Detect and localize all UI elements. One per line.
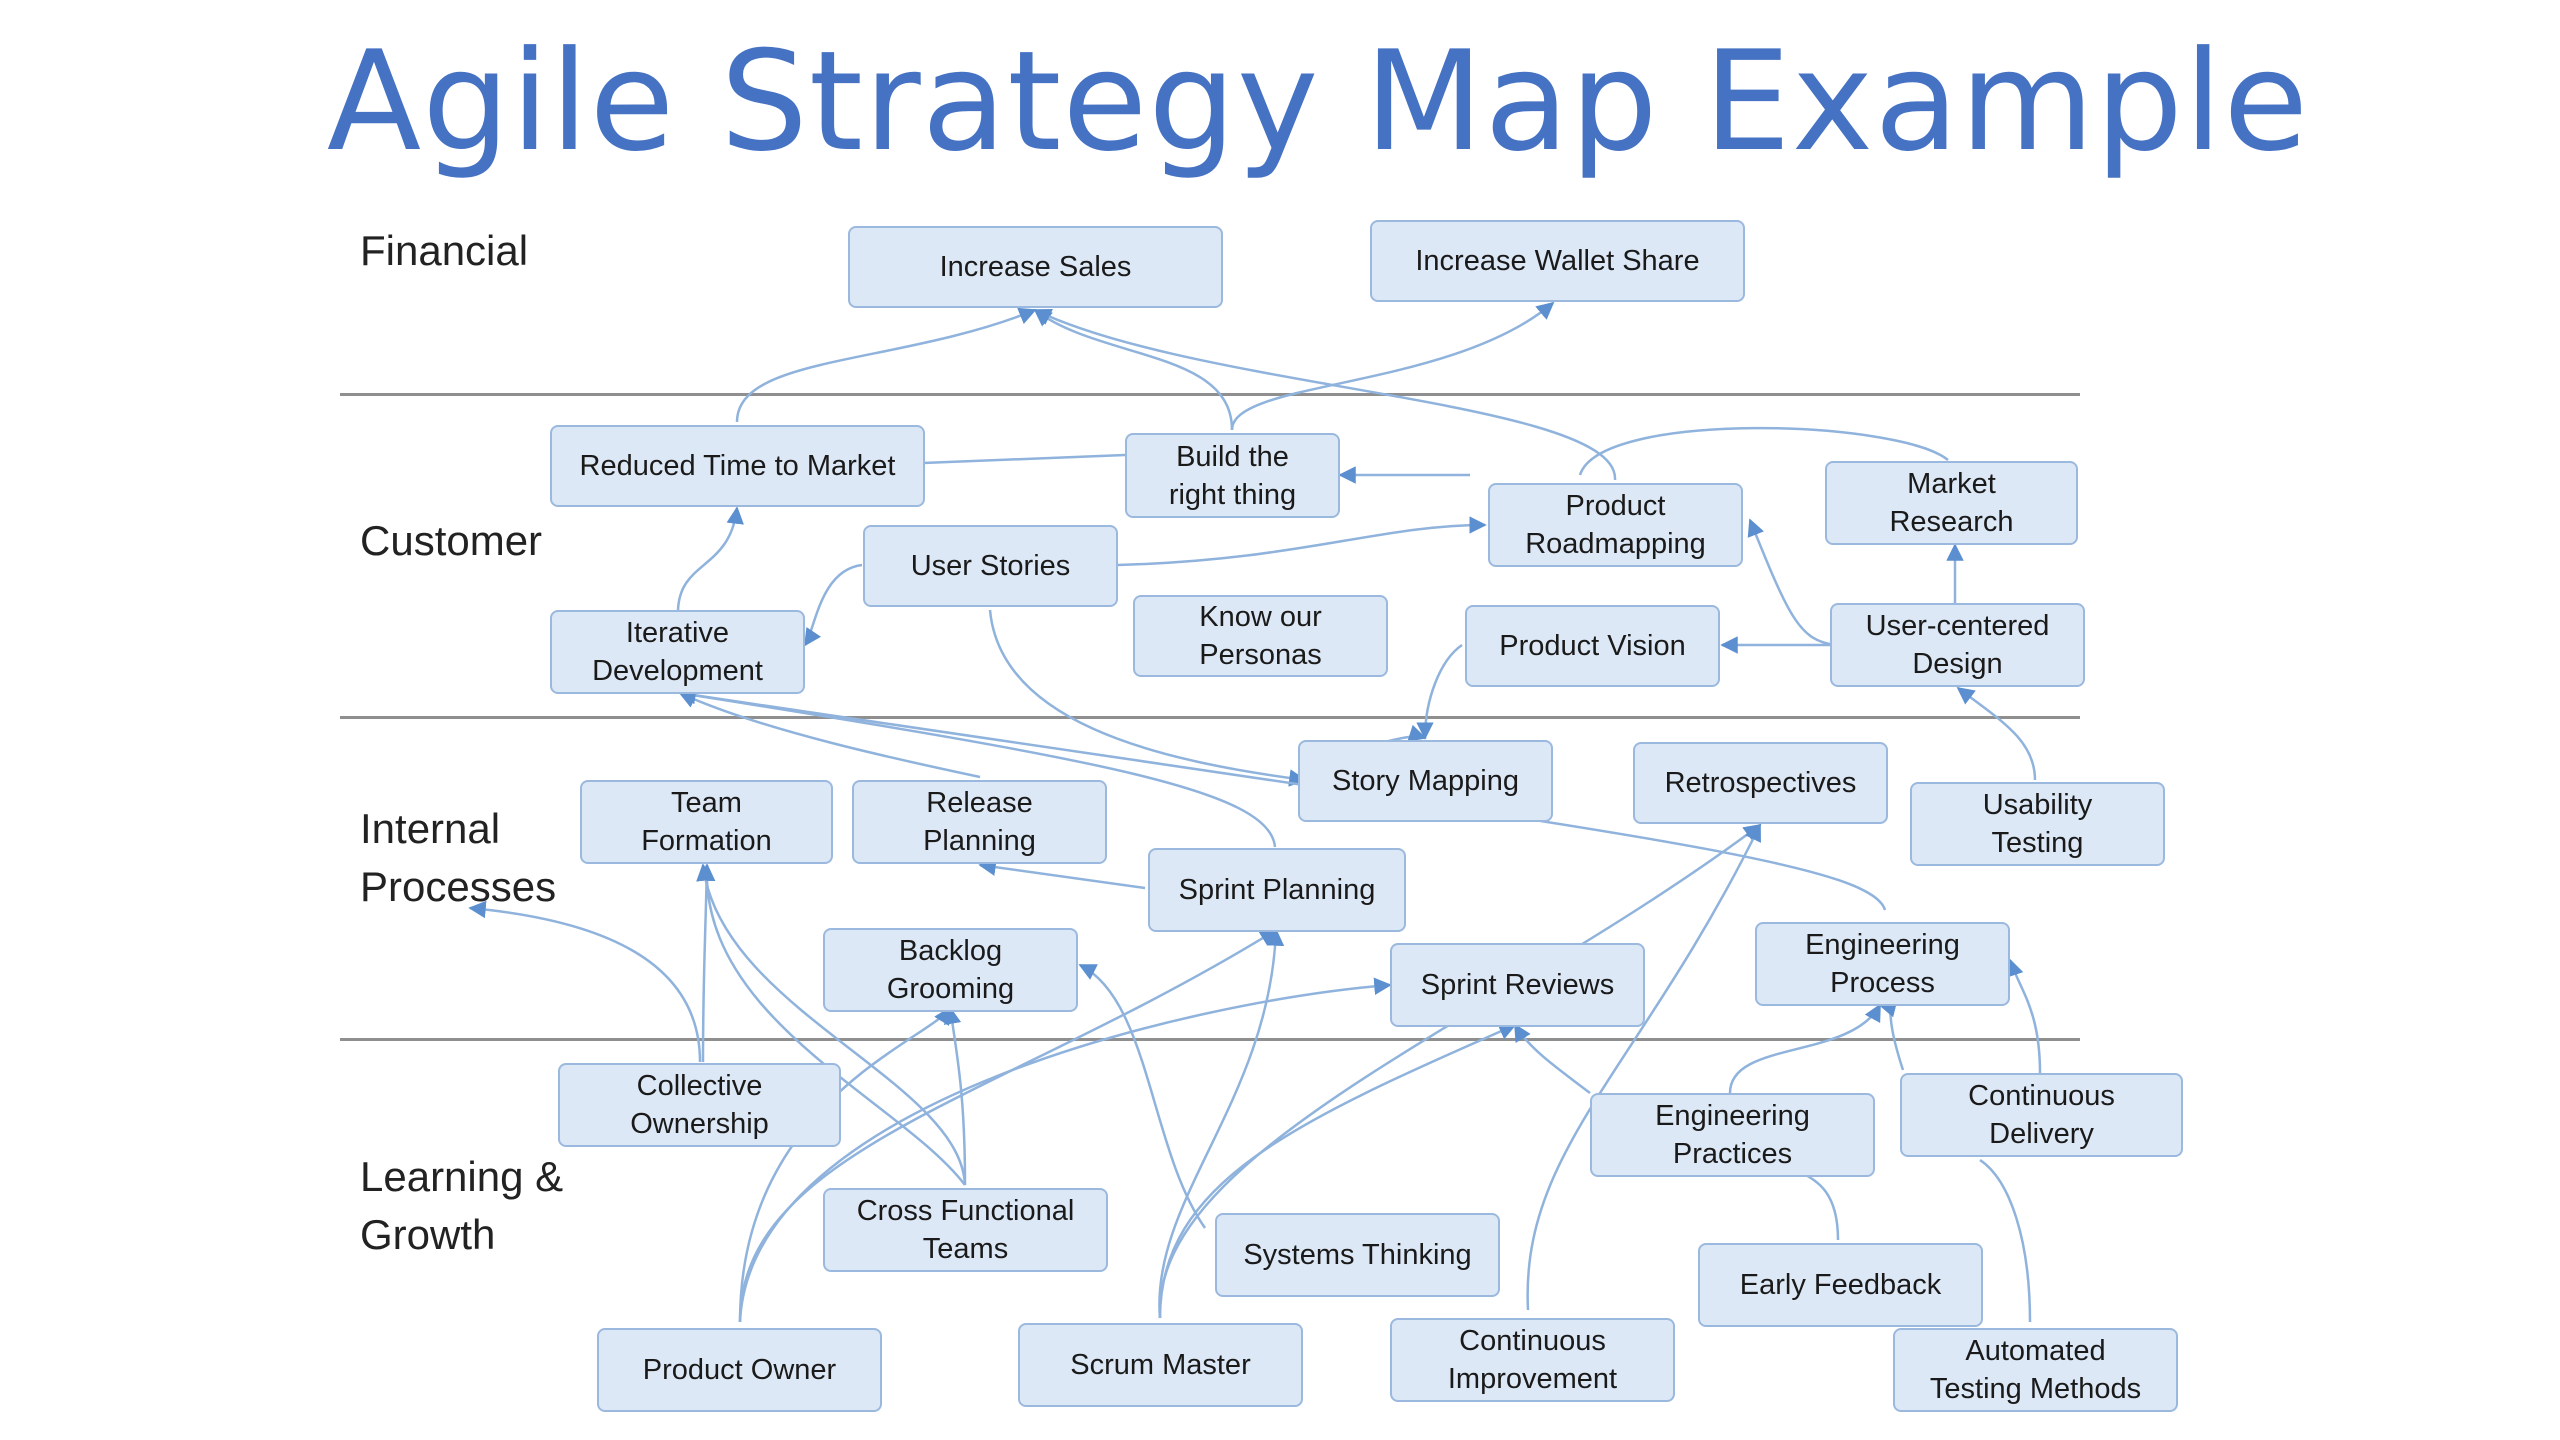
connector	[697, 863, 716, 1063]
node-usability-testing: Usability Testing	[1910, 782, 2165, 866]
connector	[1578, 426, 1949, 476]
node-retrospectives: Retrospectives	[1633, 742, 1888, 824]
connector	[1728, 1003, 1882, 1094]
node-build-the-right-thing: Build the right thing	[1125, 433, 1340, 518]
lane-label-customer: Customer	[360, 517, 543, 564]
node-automated-testing-methods: Automated Testing Methods	[1893, 1328, 2178, 1412]
node-continuous-delivery: Continuous Delivery	[1900, 1073, 2183, 1157]
lane-label-internal-processes: Internal Processes	[360, 805, 557, 910]
connector	[1794, 1168, 1840, 1241]
node-engineering-process: Engineering Process	[1755, 922, 2010, 1006]
connector	[1513, 1023, 1591, 1094]
lane-label-financial: Financial	[360, 227, 529, 274]
node-market-research: Market Research	[1825, 461, 2078, 545]
node-increase-sales: Increase Sales	[848, 226, 1223, 308]
connector	[678, 686, 1277, 848]
lane-label-learning-growth: Learning & Growth	[360, 1153, 564, 1258]
connector	[738, 928, 1278, 1323]
connector	[678, 686, 1887, 911]
lane-divider	[340, 393, 2080, 396]
lane-divider	[340, 1038, 2080, 1041]
connector	[1526, 823, 1762, 1311]
connector	[1230, 301, 1555, 431]
node-continuous-improvement: Continuous Improvement	[1390, 1318, 1675, 1402]
node-cross-functional-teams: Cross Functional Teams	[823, 1188, 1108, 1272]
node-engineering-practices: Engineering Practices	[1590, 1093, 1875, 1177]
node-user-centered-design: User-centered Design	[1830, 603, 2085, 687]
connector	[696, 863, 967, 1186]
node-iterative-development: Iterative Development	[550, 610, 805, 694]
node-story-mapping: Story Mapping	[1298, 740, 1553, 822]
connector	[1158, 823, 1762, 1319]
connector	[1416, 643, 1463, 740]
node-collective-ownership: Collective Ownership	[558, 1063, 841, 1147]
lane-divider	[340, 716, 2080, 719]
connector	[468, 900, 702, 1063]
connector	[922, 453, 1126, 465]
connector	[1747, 518, 1836, 647]
node-product-owner: Product Owner	[597, 1328, 882, 1412]
connector	[735, 307, 1037, 423]
connector	[988, 609, 1307, 787]
node-early-feedback: Early Feedback	[1698, 1243, 1983, 1327]
connector	[1158, 928, 1285, 1319]
node-increase-wallet-share: Increase Wallet Share	[1370, 220, 1745, 302]
node-systems-thinking: Systems Thinking	[1215, 1213, 1500, 1297]
connector	[1878, 1000, 1905, 1071]
node-sprint-reviews: Sprint Reviews	[1390, 943, 1645, 1027]
connector	[697, 863, 966, 1186]
connector	[678, 691, 981, 779]
connector	[1956, 686, 2037, 781]
node-reduced-time-to-market: Reduced Time to Market	[550, 425, 925, 507]
node-release-planning: Release Planning	[852, 780, 1107, 864]
node-user-stories: User Stories	[863, 525, 1118, 607]
connector	[676, 506, 744, 611]
connector	[738, 977, 1392, 1323]
connector	[1078, 963, 1207, 1229]
connector	[1033, 308, 1234, 431]
node-know-our-personas: Know our Personas	[1133, 595, 1388, 677]
connector	[1117, 516, 1487, 567]
connector	[738, 1006, 952, 1323]
connector	[803, 563, 863, 647]
node-product-vision: Product Vision	[1465, 605, 1720, 687]
connector	[978, 858, 1146, 890]
node-product-roadmapping: Product Roadmapping	[1488, 483, 1743, 567]
node-sprint-planning: Sprint Planning	[1148, 848, 1406, 932]
connector	[1979, 1158, 2032, 1323]
node-backlog-grooming: Backlog Grooming	[823, 928, 1078, 1012]
node-scrum-master: Scrum Master	[1018, 1323, 1303, 1407]
page-title: Agile Strategy Map Example	[326, 21, 2310, 182]
connector	[2006, 958, 2042, 1074]
node-team-formation: Team Formation	[580, 780, 833, 864]
connector	[1033, 308, 1617, 481]
